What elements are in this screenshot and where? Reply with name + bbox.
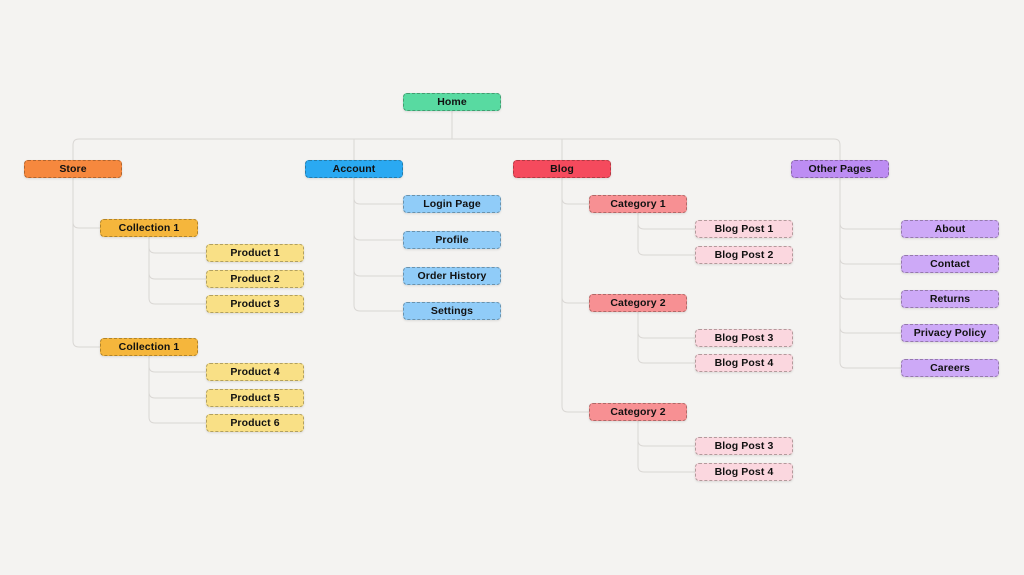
connector-line (353, 178, 403, 241)
node-product-6[interactable]: Product 6 (206, 414, 304, 432)
node-blog-post-4b[interactable]: Blog Post 4 (695, 463, 793, 481)
node-blog-post-3b[interactable]: Blog Post 3 (695, 437, 793, 455)
connector-line (561, 178, 589, 413)
connector-line (353, 178, 403, 277)
node-about[interactable]: About (901, 220, 999, 238)
node-careers[interactable]: Careers (901, 359, 999, 377)
node-blog[interactable]: Blog (513, 160, 611, 178)
node-blog-post-3a[interactable]: Blog Post 3 (695, 329, 793, 347)
node-product-4[interactable]: Product 4 (206, 363, 304, 381)
node-order-history[interactable]: Order History (403, 267, 501, 285)
node-collection-1a[interactable]: Collection 1 (100, 219, 198, 237)
node-category-2b[interactable]: Category 2 (589, 403, 687, 421)
node-login-page[interactable]: Login Page (403, 195, 501, 213)
node-blog-post-4a[interactable]: Blog Post 4 (695, 354, 793, 372)
node-other-pages[interactable]: Other Pages (791, 160, 889, 178)
connector-line (353, 178, 403, 205)
connector-line (839, 178, 901, 230)
connector-line (839, 178, 901, 369)
connector-line (637, 421, 695, 473)
connector-line (637, 312, 695, 364)
node-profile[interactable]: Profile (403, 231, 501, 249)
connector-line (839, 178, 901, 334)
connector-line (148, 356, 206, 424)
connector-line (561, 178, 589, 304)
connector-line (148, 237, 206, 254)
node-contact[interactable]: Contact (901, 255, 999, 273)
node-home[interactable]: Home (403, 93, 501, 111)
connector-line (637, 213, 695, 230)
node-returns[interactable]: Returns (901, 290, 999, 308)
connector-line (839, 178, 901, 300)
node-blog-post-2[interactable]: Blog Post 2 (695, 246, 793, 264)
node-settings[interactable]: Settings (403, 302, 501, 320)
node-store[interactable]: Store (24, 160, 122, 178)
node-collection-1b[interactable]: Collection 1 (100, 338, 198, 356)
connector-line (637, 213, 695, 256)
connector-line (148, 356, 206, 373)
connector-line (561, 178, 589, 205)
node-product-3[interactable]: Product 3 (206, 295, 304, 313)
node-category-2a[interactable]: Category 2 (589, 294, 687, 312)
connector-line (839, 178, 901, 265)
connector-line (148, 237, 206, 280)
connector-line (353, 178, 403, 312)
connector-line (72, 178, 100, 229)
node-category-1[interactable]: Category 1 (589, 195, 687, 213)
node-product-1[interactable]: Product 1 (206, 244, 304, 262)
node-privacy-policy[interactable]: Privacy Policy (901, 324, 999, 342)
node-blog-post-1[interactable]: Blog Post 1 (695, 220, 793, 238)
connector-line (72, 178, 100, 348)
connector-line (148, 356, 206, 399)
node-product-5[interactable]: Product 5 (206, 389, 304, 407)
connector-line (72, 138, 841, 160)
node-product-2[interactable]: Product 2 (206, 270, 304, 288)
node-account[interactable]: Account (305, 160, 403, 178)
connector-line (637, 421, 695, 447)
connector-line (148, 237, 206, 305)
connector-line (637, 312, 695, 339)
